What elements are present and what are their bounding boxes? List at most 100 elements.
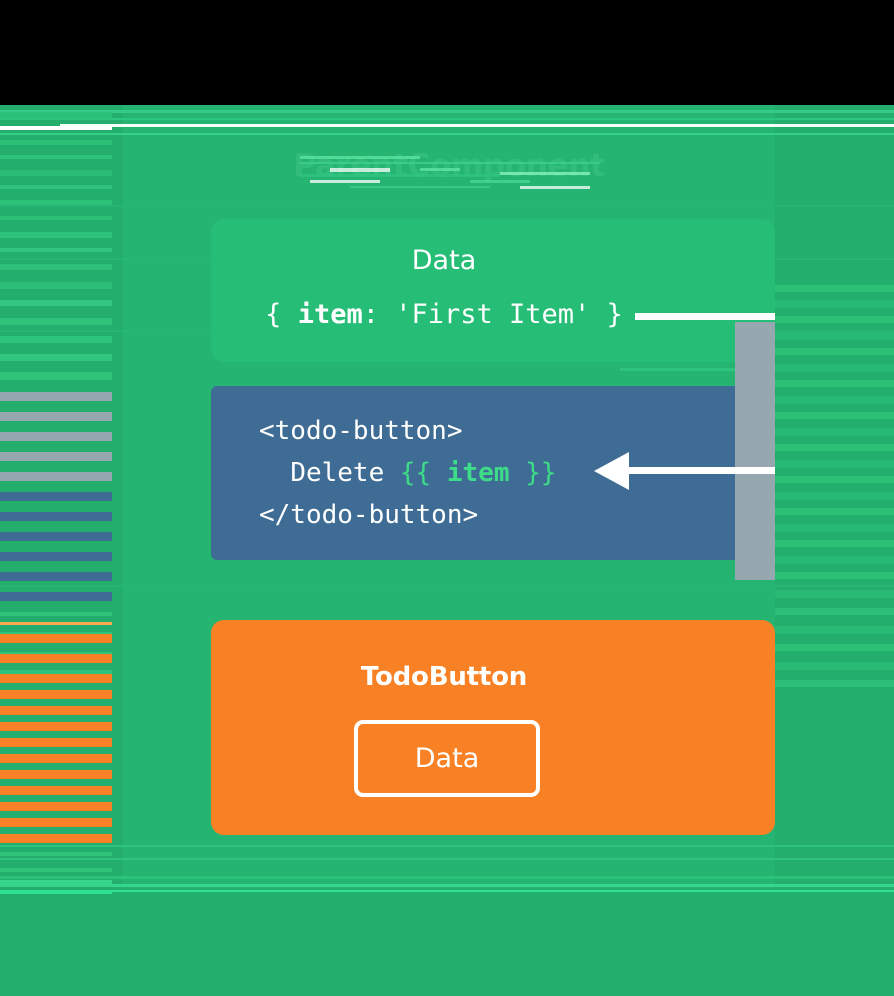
glitch-band — [0, 880, 112, 885]
code-line-close-tag: </todo-button> — [259, 500, 479, 530]
glitch-band — [0, 282, 112, 289]
glitch-band — [0, 572, 112, 581]
code-line-interpolation: Delete {{ item }} — [259, 452, 775, 494]
glitch-scanline — [310, 180, 380, 183]
glitch-band — [0, 112, 112, 119]
data-code-prefix: { — [265, 299, 298, 330]
data-flow-arrow-icon — [594, 452, 629, 490]
code-line-open-tag: <todo-button> — [259, 416, 463, 446]
glitch-band — [775, 572, 894, 579]
glitch-band — [775, 332, 894, 340]
glitch-scanline — [300, 174, 500, 177]
glitch-scanline — [300, 156, 420, 159]
glitch-band — [775, 644, 894, 651]
glitch-band — [0, 248, 112, 252]
glitch-band — [775, 380, 894, 387]
glitch-band — [775, 316, 894, 323]
glitch-scanline — [330, 168, 390, 172]
glitch-band — [775, 524, 894, 532]
glitch-band — [0, 738, 112, 747]
glitch-scanline — [420, 168, 460, 171]
glitch-band — [775, 348, 894, 355]
glitch-band — [0, 786, 112, 795]
glitch-scanline — [0, 858, 894, 860]
glitch-band — [0, 336, 112, 343]
glitch-band — [775, 476, 894, 483]
glitch-band — [0, 185, 112, 189]
page-title: ParentComponent — [293, 148, 605, 184]
glitch-band — [0, 818, 112, 827]
glitch-scanline — [0, 118, 894, 120]
glitch-band — [0, 512, 112, 521]
glitch-band — [0, 412, 112, 421]
data-card-code: { item: 'First Item' } — [211, 299, 677, 330]
glitch-band — [0, 754, 112, 763]
glitch-scanline — [500, 172, 590, 175]
glitch-band — [0, 140, 112, 145]
glitch-band — [0, 452, 112, 461]
glitch-scanline — [0, 845, 894, 847]
glitch-band — [775, 428, 894, 436]
glitch-scanline — [300, 162, 600, 164]
glitch-band — [775, 680, 894, 687]
glitch-scanline — [0, 884, 894, 887]
data-card: Data { item: 'First Item' } — [211, 219, 775, 362]
child-prop-box: Data — [354, 720, 540, 797]
glitch-band — [0, 216, 112, 220]
todo-button-component-block: TodoButton Data — [211, 620, 775, 835]
glitch-band — [775, 540, 894, 547]
glitch-scanline — [0, 890, 894, 892]
child-prop-label: Data — [414, 743, 480, 774]
mustache-close: }} — [509, 458, 557, 488]
mustache-variable: item — [446, 458, 510, 488]
glitch-band — [0, 200, 112, 205]
glitch-scanline — [0, 876, 894, 879]
glitch-band — [775, 662, 894, 670]
glitch-band — [775, 608, 894, 615]
glitch-band — [0, 706, 112, 715]
connector-grey-column — [735, 322, 775, 580]
data-card-heading: Data — [411, 245, 477, 276]
glitch-band — [775, 285, 894, 292]
glitch-band — [775, 412, 894, 419]
glitch-band — [775, 626, 894, 634]
glitch-scanline — [0, 585, 894, 587]
glitch-band — [0, 472, 112, 481]
glitch-band — [775, 396, 894, 404]
glitch-band — [0, 592, 112, 601]
glitch-scanline — [520, 186, 590, 189]
glitch-band — [0, 654, 112, 663]
glitch-band — [0, 264, 112, 270]
glitch-band — [775, 364, 894, 372]
glitch-scanline — [60, 124, 894, 127]
data-code-suffix: : 'First Item' } — [362, 299, 623, 330]
glitch-band — [0, 674, 112, 683]
glitch-scanline — [470, 180, 530, 183]
glitch-scanline — [350, 186, 490, 188]
glitch-band — [775, 508, 894, 515]
glitch-band — [0, 852, 112, 856]
child-component-title: TodoButton — [360, 662, 528, 692]
glitch-band — [0, 170, 112, 176]
glitch-band — [775, 300, 894, 308]
code-indent — [259, 458, 290, 488]
glitch-band — [0, 392, 112, 401]
glitch-band — [775, 460, 894, 468]
glitch-band — [0, 834, 112, 843]
glitch-band — [0, 532, 112, 541]
connector-top-segment — [635, 313, 775, 320]
glitch-band — [0, 354, 112, 361]
glitch-band — [0, 770, 112, 779]
glitch-band — [0, 492, 112, 501]
glitch-band — [0, 318, 112, 325]
glitch-band — [775, 492, 894, 500]
mustache-open: {{ — [399, 458, 447, 488]
glitch-band — [0, 612, 112, 616]
data-code-key: item — [297, 299, 363, 330]
glitch-band — [0, 126, 112, 130]
glitch-scanline — [0, 110, 894, 113]
glitch-band — [0, 232, 112, 238]
glitch-band — [0, 690, 112, 699]
glitch-band — [0, 868, 112, 872]
